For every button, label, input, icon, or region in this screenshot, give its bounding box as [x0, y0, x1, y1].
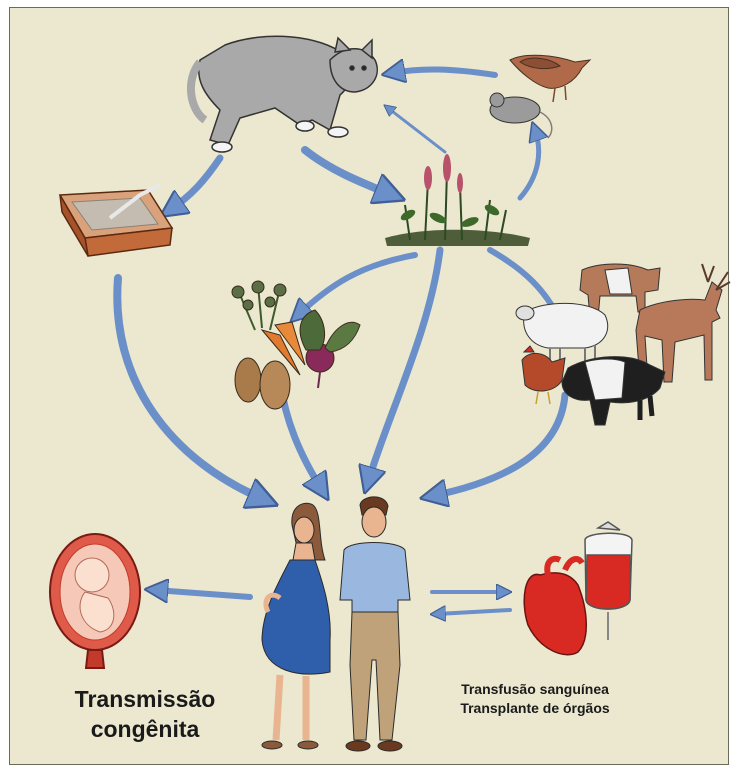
mouse-icon — [490, 93, 552, 138]
bird-icon — [510, 55, 590, 102]
sheep-icon — [524, 303, 608, 348]
vegetables-icon — [232, 281, 360, 409]
transfusion-label-line-2: Transplante de órgãos — [415, 699, 655, 718]
arrow-plants-to-cat — [388, 108, 445, 152]
congenital-transmission-label: Transmissão congênita — [40, 684, 250, 744]
heart-icon — [524, 559, 586, 655]
congenital-label-line-1: Transmissão — [40, 684, 250, 714]
arrow-plants-to-mouse — [520, 130, 539, 198]
arrow-cat-to-litter — [170, 158, 220, 210]
arrow-plants-to-vegetables — [298, 255, 415, 315]
arrow-animals-to-people — [432, 395, 565, 496]
plants-icon — [385, 154, 530, 246]
livestock-icon — [516, 264, 730, 425]
litter-box-icon — [60, 185, 172, 256]
congenital-label-line-2: congênita — [40, 714, 250, 744]
blood-bag-icon — [585, 522, 632, 640]
arrow-cat-to-plants — [305, 150, 392, 195]
fetus-icon — [50, 534, 140, 668]
man-icon — [340, 497, 410, 751]
arrow-bird-to-cat — [392, 69, 495, 75]
transfusion-label-line-1: Transfusão sanguínea — [415, 680, 655, 699]
arrow-mother-to-fetus — [155, 590, 250, 597]
arrow-people-to-organ — [437, 610, 510, 614]
pregnant-woman-icon — [262, 503, 330, 749]
cat-icon — [191, 36, 377, 152]
arrow-plants-to-people — [368, 250, 440, 482]
transfusion-transplant-label: Transfusão sanguínea Transplante de órgã… — [415, 680, 655, 718]
chicken-icon — [522, 353, 565, 391]
